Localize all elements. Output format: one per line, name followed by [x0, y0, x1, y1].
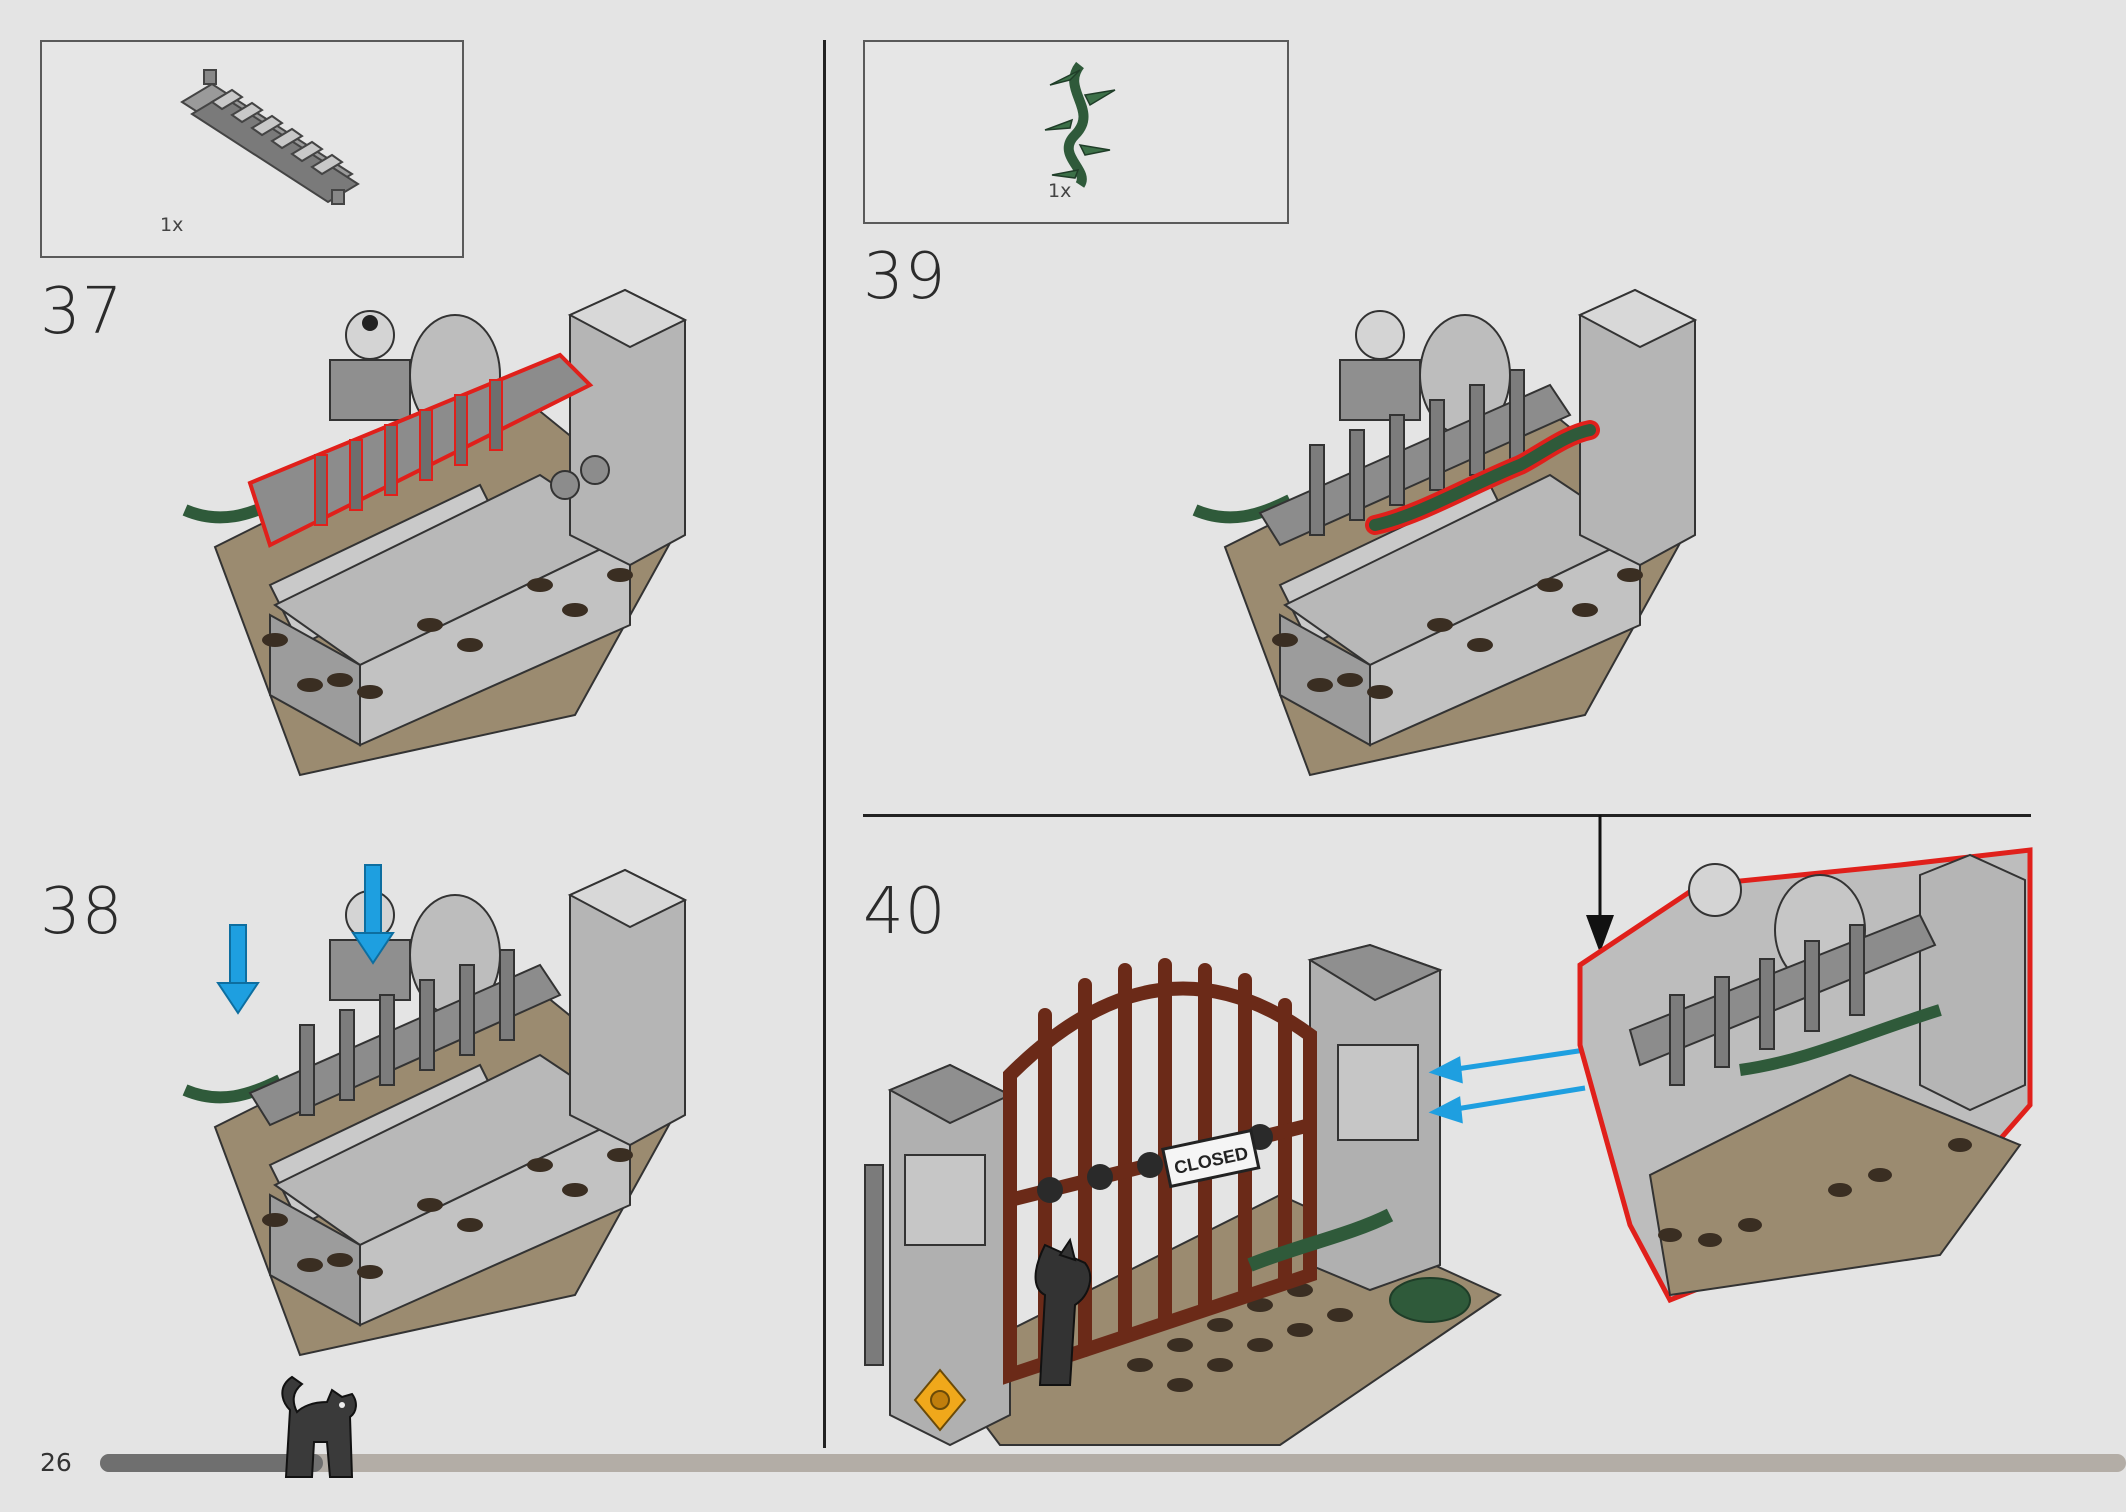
step-40-gate-illustration: CLOSED — [864, 943, 1503, 1447]
step-number-40: 40 — [863, 875, 947, 949]
progress-bar-track — [100, 1454, 2126, 1472]
step-divider — [863, 814, 2031, 817]
part-quantity: 1x — [1048, 180, 1072, 202]
skull-icon — [1355, 310, 1405, 360]
step-40-subassembly-illustration — [1577, 847, 2033, 1304]
step-37-parts-box: 1x — [40, 40, 464, 258]
vine-part-icon — [1044, 61, 1116, 188]
step-38-assembly-illustration — [182, 864, 688, 1357]
step-number-39: 39 — [863, 240, 947, 314]
attach-arrows — [1428, 1047, 1586, 1124]
subassembly-pointer-arrow — [1586, 815, 1614, 953]
step-number-37: 37 — [40, 275, 124, 349]
ladder-part-icon — [180, 69, 360, 205]
skull-icon — [1688, 863, 1742, 917]
column-divider — [823, 40, 826, 1448]
part-quantity: 1x — [160, 214, 184, 236]
black-cat-icon — [1034, 1237, 1092, 1386]
black-cat-icon — [281, 1375, 357, 1478]
step-number-38: 38 — [40, 875, 124, 949]
progress-bar-fill — [100, 1454, 323, 1472]
step-37-assembly-illustration — [182, 288, 688, 777]
page-number: 26 — [40, 1448, 72, 1477]
step-39-assembly-illustration — [1192, 288, 1698, 777]
step-39-parts-box: 1x — [863, 40, 1289, 224]
